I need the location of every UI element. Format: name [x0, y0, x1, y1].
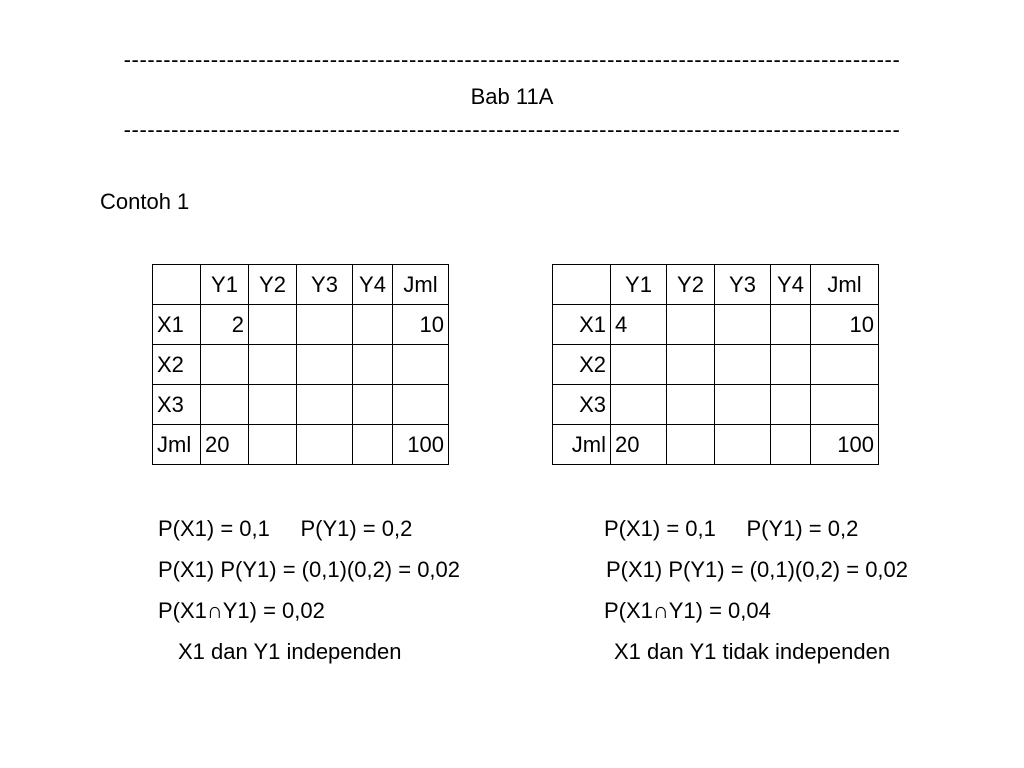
table-header-cell: Y1	[200, 264, 249, 305]
table-cell	[770, 304, 811, 345]
bottom-divider: ----------------------------------------…	[123, 118, 901, 142]
left-conclusion-line: X1 dan Y1 independen	[178, 639, 402, 664]
table-cell	[714, 424, 771, 465]
table-header-cell: Jml	[392, 264, 449, 305]
table-header-cell: Y2	[248, 264, 297, 305]
table-cell	[666, 344, 715, 385]
table-cell	[610, 344, 667, 385]
table-cell	[296, 304, 353, 345]
table-header-row: Y1 Y2 Y3 Y4 Jml	[152, 264, 449, 305]
table-cell	[666, 384, 715, 425]
left-intersection-line: P(X1∩Y1) = 0,02	[158, 598, 325, 623]
table-cell	[352, 344, 393, 385]
table-row: X2	[152, 344, 449, 385]
table-total-row: Jml 20 100	[152, 424, 449, 465]
table-cell	[248, 424, 297, 465]
table-cell	[296, 424, 353, 465]
right-conclusion-line: X1 dan Y1 tidak independen	[614, 639, 891, 664]
table-cell	[770, 384, 811, 425]
table-cell	[392, 344, 449, 385]
left-probabilities-line: P(X1) = 0,1 P(Y1) = 0,2	[158, 516, 413, 541]
table-cell: 100	[810, 424, 879, 465]
right-intersection-line: P(X1∩Y1) = 0,04	[604, 598, 771, 623]
row-header-cell: X2	[152, 344, 201, 385]
table-cell	[200, 344, 249, 385]
table-header-cell: Y4	[770, 264, 811, 305]
table-cell: 100	[392, 424, 449, 465]
table-total-row: Jml 20 100	[552, 424, 879, 465]
table-cell	[714, 384, 771, 425]
table-cell	[248, 384, 297, 425]
table-cell	[770, 344, 811, 385]
row-header-cell: X2	[552, 344, 611, 385]
table-header-cell: Y3	[714, 264, 771, 305]
table-header-cell: Y2	[666, 264, 715, 305]
table-cell	[666, 424, 715, 465]
table-row: X3	[152, 384, 449, 425]
table-cell	[714, 344, 771, 385]
right-probabilities-line: P(X1) = 0,1 P(Y1) = 0,2	[604, 516, 859, 541]
row-header-cell: X1	[152, 304, 201, 345]
table-header-cell	[552, 264, 611, 305]
table-row: X1 4 10	[552, 304, 879, 345]
table-cell: 10	[392, 304, 449, 345]
table-cell	[352, 384, 393, 425]
table-cell	[200, 384, 249, 425]
table-cell: 4	[610, 304, 667, 345]
table-cell	[296, 384, 353, 425]
contingency-table-left: Y1 Y2 Y3 Y4 Jml X1 2 10 X2 X3 Jml 20 100	[152, 264, 449, 465]
table-row: X1 2 10	[152, 304, 449, 345]
table-header-cell: Y3	[296, 264, 353, 305]
table-cell	[352, 304, 393, 345]
right-product-line: P(X1) P(Y1) = (0,1)(0,2) = 0,02	[606, 557, 909, 582]
table-cell	[610, 384, 667, 425]
table-cell	[810, 344, 879, 385]
table-cell	[666, 304, 715, 345]
table-cell	[248, 344, 297, 385]
table-cell: 2	[200, 304, 249, 345]
row-header-cell: X1	[552, 304, 611, 345]
row-header-cell: X3	[152, 384, 201, 425]
row-header-cell: Jml	[152, 424, 201, 465]
table-cell: 20	[610, 424, 667, 465]
table-row: X2	[552, 344, 879, 385]
table-header-cell: Jml	[810, 264, 879, 305]
table-header-cell: Y4	[352, 264, 393, 305]
table-cell	[248, 304, 297, 345]
top-divider: ----------------------------------------…	[123, 48, 901, 72]
row-header-cell: Jml	[552, 424, 611, 465]
table-cell	[714, 304, 771, 345]
contingency-table-right: Y1 Y2 Y3 Y4 Jml X1 4 10 X2 X3 Jml 20 100	[552, 264, 879, 465]
table-cell	[770, 424, 811, 465]
example-label: Contoh 1	[100, 189, 190, 214]
table-header-row: Y1 Y2 Y3 Y4 Jml	[552, 264, 879, 305]
table-cell	[810, 384, 879, 425]
left-product-line: P(X1) P(Y1) = (0,1)(0,2) = 0,02	[158, 557, 461, 582]
page-title: Bab 11A	[470, 84, 554, 109]
table-cell	[392, 384, 449, 425]
table-cell: 10	[810, 304, 879, 345]
table-header-cell	[152, 264, 201, 305]
row-header-cell: X3	[552, 384, 611, 425]
table-cell: 20	[200, 424, 249, 465]
table-row: X3	[552, 384, 879, 425]
table-cell	[296, 344, 353, 385]
table-cell	[352, 424, 393, 465]
table-header-cell: Y1	[610, 264, 667, 305]
